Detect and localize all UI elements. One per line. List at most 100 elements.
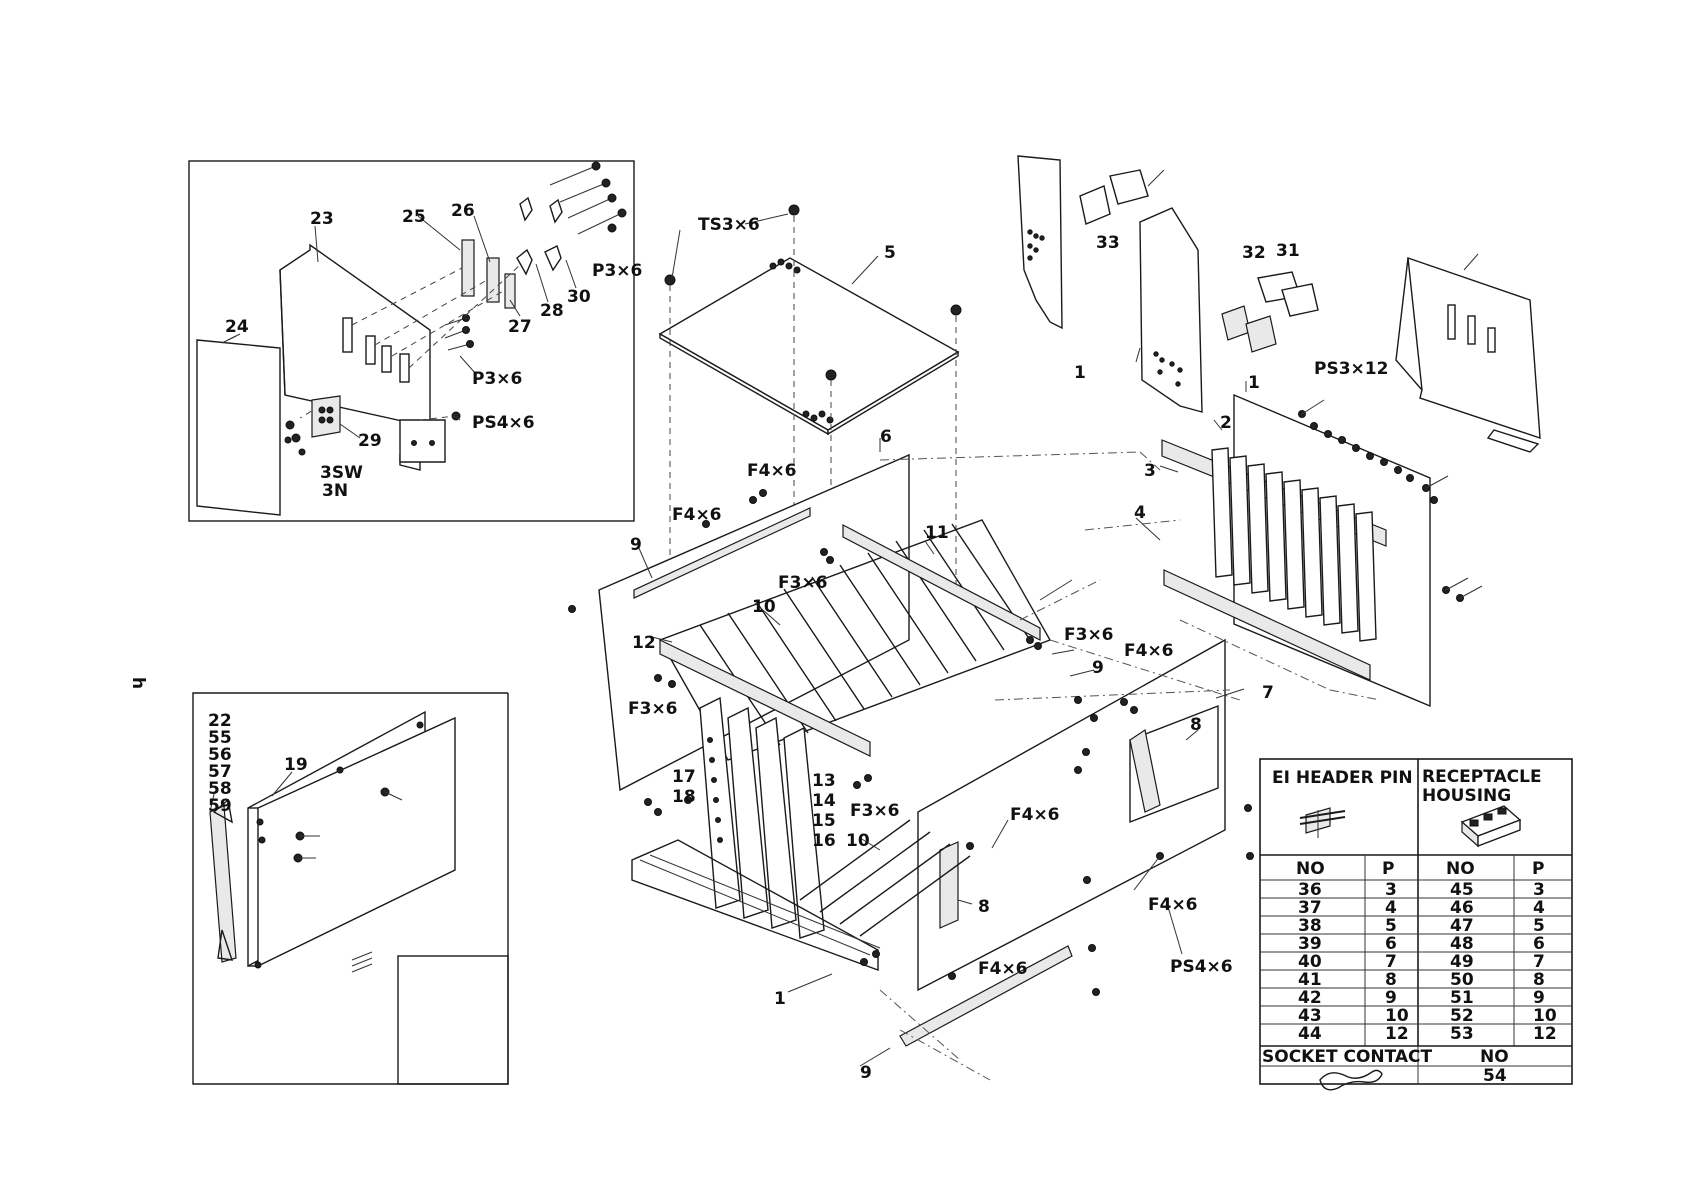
table-cell-no2: 52 <box>1450 1006 1474 1026</box>
label-25: 25 <box>402 207 426 227</box>
label-18: 18 <box>672 787 696 807</box>
label-28: 28 <box>540 301 564 321</box>
label-6: 6 <box>880 427 892 447</box>
table-cell-no1: 43 <box>1298 1006 1322 1026</box>
socket-contact-icon <box>1319 1069 1383 1091</box>
label-16: 16 <box>812 831 836 851</box>
table-col-no-2: NO <box>1446 859 1475 879</box>
label-8-b: 8 <box>978 897 990 917</box>
label-59: 59 <box>208 796 232 816</box>
label-19: 19 <box>284 755 308 775</box>
label-32: 32 <box>1242 243 1266 263</box>
label-9-b: 9 <box>1092 658 1104 678</box>
parts-table <box>1259 758 1573 1091</box>
label-33: 33 <box>1096 233 1120 253</box>
table-cell-p2: 7 <box>1533 952 1545 972</box>
label-f4x6-d: F4×6 <box>1010 805 1060 825</box>
label-31: 31 <box>1276 241 1300 261</box>
table-cell-no1: 38 <box>1298 916 1322 936</box>
label-3: 3 <box>1144 461 1156 481</box>
label-p3x6-a: P3×6 <box>592 261 642 281</box>
table-cell-p1: 9 <box>1385 988 1397 1008</box>
table-header-right-1: RECEPTACLE <box>1422 767 1542 787</box>
header-pin-icon <box>1299 807 1346 838</box>
table-cell-p2: 12 <box>1533 1024 1557 1044</box>
label-f3x6-a: F3×6 <box>778 573 828 593</box>
table-cell-p2: 3 <box>1533 880 1545 900</box>
table-cell-no2: 46 <box>1450 898 1474 918</box>
table-cell-no1: 37 <box>1298 898 1322 918</box>
label-2: 2 <box>1220 413 1232 433</box>
table-cell-p2: 5 <box>1533 916 1545 936</box>
table-cell-no2: 47 <box>1450 916 1474 936</box>
label-22: 22 <box>208 711 232 731</box>
label-7: 7 <box>1262 683 1274 703</box>
bottom-bar <box>899 945 1073 1047</box>
table-cell-p1: 5 <box>1385 916 1397 936</box>
right-side-plate <box>917 638 1226 992</box>
label-f4x6-f: F4×6 <box>978 959 1028 979</box>
left-side-plate <box>598 453 910 792</box>
label-ps4x6-b: PS4×6 <box>472 413 535 433</box>
table-cell-no1: 41 <box>1298 970 1322 990</box>
label-f3x6-d: F3×6 <box>850 801 900 821</box>
label-1-c: 1 <box>1248 373 1260 393</box>
label-55: 55 <box>208 728 232 748</box>
receptacle-housing-icon <box>1460 805 1522 848</box>
label-4: 4 <box>1134 503 1146 523</box>
label-23: 23 <box>310 209 334 229</box>
label-14: 14 <box>812 791 836 811</box>
table-header-right-2: HOUSING <box>1422 786 1511 806</box>
table-cell-no1: 39 <box>1298 934 1322 954</box>
parts-table-footer: SOCKET CONTACT NO 54 <box>1262 1047 1509 1086</box>
table-cell-p2: 4 <box>1533 898 1545 918</box>
table-col-no-1: NO <box>1296 859 1325 879</box>
parts-table-text: EI HEADER PIN RECEPTACLE HOUSING NO P NO… <box>1272 767 1544 879</box>
inset-rear-panel-box <box>188 160 635 522</box>
table-cell-p1: 7 <box>1385 952 1397 972</box>
label-ps4x6-a: PS4×6 <box>1170 957 1233 977</box>
label-h: h <box>128 677 148 689</box>
label-30: 30 <box>567 287 591 307</box>
main-chassis <box>568 451 1381 1081</box>
label-3n: 3N <box>322 481 348 501</box>
table-socket-no: NO <box>1480 1047 1509 1067</box>
table-cell-no2: 51 <box>1450 988 1474 1008</box>
table-cell-no2: 49 <box>1450 952 1474 972</box>
label-9-c: 9 <box>860 1063 872 1083</box>
table-cell-no1: 42 <box>1298 988 1322 1008</box>
label-26: 26 <box>451 201 475 221</box>
table-cell-no2: 53 <box>1450 1024 1474 1044</box>
table-col-p-1: P <box>1382 859 1394 879</box>
table-col-p-2: P <box>1532 859 1544 879</box>
table-cell-no2: 45 <box>1450 880 1474 900</box>
label-10-a: 10 <box>752 597 776 617</box>
rear-cover-plate <box>196 339 281 516</box>
table-cell-p1: 12 <box>1385 1024 1409 1044</box>
label-f3x6-c: F3×6 <box>628 699 678 719</box>
connector-parts-group <box>1017 155 1541 453</box>
label-ts3x6: TS3×6 <box>698 215 760 235</box>
table-cell-p1: 10 <box>1385 1006 1409 1026</box>
table-cell-no2: 50 <box>1450 970 1474 990</box>
table-header-left: EI HEADER PIN <box>1272 768 1413 788</box>
table-cell-p2: 9 <box>1533 988 1545 1008</box>
label-3sw: 3SW <box>320 463 363 483</box>
label-56: 56 <box>208 745 232 765</box>
table-cell-p2: 6 <box>1533 934 1545 954</box>
label-f4x6-b: F4×6 <box>672 505 722 525</box>
label-15: 15 <box>812 811 836 831</box>
backplane-assembly <box>1161 393 1483 708</box>
label-1-a: 1 <box>774 989 786 1009</box>
table-cell-p1: 4 <box>1385 898 1397 918</box>
label-f4x6-c: F4×6 <box>1124 641 1174 661</box>
label-9-a: 9 <box>630 535 642 555</box>
label-ps3x12: PS3×12 <box>1314 359 1388 379</box>
callout-labels: TS3×6 5 6 F4×6 F4×6 9 11 F3×6 10 12 F3×6… <box>128 201 1388 1083</box>
table-cell-p2: 10 <box>1533 1006 1557 1026</box>
label-f3x6-b: F3×6 <box>1064 625 1114 645</box>
label-8-a: 8 <box>1190 715 1202 735</box>
label-5: 5 <box>884 243 896 263</box>
